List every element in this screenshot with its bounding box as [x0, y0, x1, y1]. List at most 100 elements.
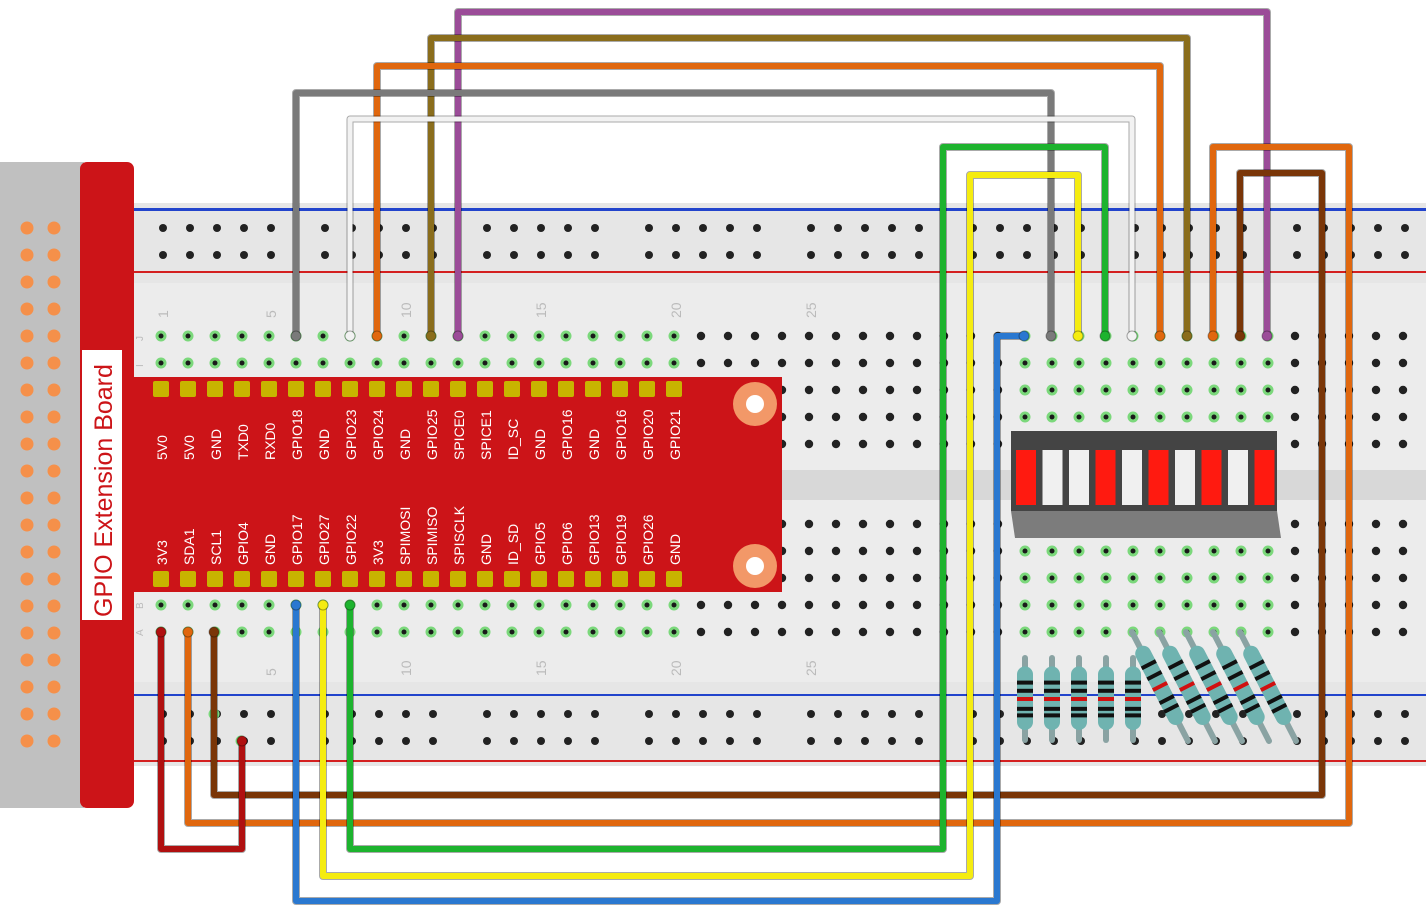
header-pin [47, 248, 61, 262]
terminal-hole [831, 412, 841, 422]
connected-hole-center [455, 629, 461, 635]
rail-hole [267, 224, 275, 232]
header-pin [47, 491, 61, 505]
connected-hole-center [1265, 629, 1271, 635]
top-pin-label: SPICE0 [451, 410, 467, 460]
rail-hole [240, 251, 248, 259]
rail-hole [834, 251, 842, 259]
bottom-pin-label: SPISCLK [451, 505, 467, 565]
rail-hole [537, 737, 545, 745]
terminal-hole [1290, 573, 1300, 583]
col-num-top-1: 1 [155, 310, 171, 318]
connected-hole-center [347, 360, 353, 366]
terminal-hole [1371, 600, 1381, 610]
connected-hole-center [266, 602, 272, 608]
connected-hole-center [1184, 387, 1190, 393]
bottom-pin-label: GND [262, 534, 278, 565]
cobbler-pin-bottom [207, 571, 223, 587]
wire-orange-right [182, 143, 1353, 827]
rail-hole [699, 224, 707, 232]
connected-hole-center [239, 629, 245, 635]
connected-hole-center [1184, 575, 1190, 581]
terminal-hole [858, 627, 868, 637]
terminal-hole [885, 412, 895, 422]
terminal-hole [1398, 385, 1408, 395]
connected-hole-center [1157, 414, 1163, 420]
header-pins [20, 221, 61, 748]
connected-hole-center [1076, 602, 1082, 608]
header-pin [47, 707, 61, 721]
terminal-hole [858, 385, 868, 395]
rail-hole [564, 251, 572, 259]
rail-hole [1293, 251, 1301, 259]
connected-hole-center [1211, 602, 1217, 608]
terminal-hole [804, 573, 814, 583]
connected-hole-center [1238, 414, 1244, 420]
connected-hole-center [590, 333, 596, 339]
mount-hole-bottom-center [746, 557, 764, 575]
top-pin-label: GPIO21 [667, 409, 683, 460]
connected-hole-center [266, 333, 272, 339]
top-pin-label: GND [532, 429, 548, 460]
connected-hole-center [239, 333, 245, 339]
connected-hole-center [563, 602, 569, 608]
header-pin [20, 302, 34, 316]
terminal-hole [885, 331, 895, 341]
connected-hole-center [185, 602, 191, 608]
connected-hole-center [509, 360, 515, 366]
header-pin [47, 356, 61, 370]
rail-hole [429, 710, 437, 718]
rail-hole [1401, 737, 1409, 745]
rail-hole [1212, 710, 1220, 718]
cobbler-pin-bottom [234, 571, 250, 587]
bottom-pin-label: GPIO26 [640, 514, 656, 565]
terminal-hole [912, 600, 922, 610]
bottom-pin-label: GPIO17 [289, 514, 305, 565]
bottom-pin-label: ID_SD [505, 524, 521, 565]
cobbler-pin-bottom [396, 571, 412, 587]
connected-hole-center [590, 629, 596, 635]
terminal-hole [885, 573, 895, 583]
header-pin [47, 410, 61, 424]
terminal-hole [804, 331, 814, 341]
header-pin [47, 518, 61, 532]
rail-hole [672, 224, 680, 232]
connected-hole-center [509, 333, 515, 339]
header-pin [20, 383, 34, 397]
terminal-hole [750, 627, 760, 637]
row-letter-j: J [135, 336, 146, 341]
connected-hole-center [1265, 360, 1271, 366]
connected-hole-center [617, 629, 623, 635]
cobbler-pin-bottom [558, 571, 574, 587]
top-pin-label: GPIO20 [640, 409, 656, 460]
connected-hole-center [482, 360, 488, 366]
rail-hole [1401, 710, 1409, 718]
cobbler-pin-top [450, 381, 466, 397]
connected-hole-center [671, 629, 677, 635]
rail-hole [1374, 710, 1382, 718]
connected-hole-center [1238, 575, 1244, 581]
connected-hole-center [644, 602, 650, 608]
terminal-hole [777, 600, 787, 610]
col-num-top-25: 25 [803, 302, 819, 318]
terminal-hole [804, 385, 814, 395]
connected-hole-center [1022, 548, 1028, 554]
terminal-hole [750, 358, 760, 368]
rail-hole [888, 224, 896, 232]
header-pin [20, 680, 34, 694]
connected-hole-center [428, 360, 434, 366]
cobbler-pin-top [207, 381, 223, 397]
rail-hole [861, 251, 869, 259]
terminal-hole [912, 439, 922, 449]
terminal-hole [1371, 519, 1381, 529]
led-bar-base [1011, 511, 1281, 538]
rail-hole [699, 251, 707, 259]
rail-hole [483, 224, 491, 232]
header-pin [47, 383, 61, 397]
terminal-hole [831, 519, 841, 529]
connected-hole-center [1103, 414, 1109, 420]
terminal-hole [696, 600, 706, 610]
rail-hole [1158, 710, 1166, 718]
led-segment [1148, 450, 1169, 505]
cobbler-pin-top [234, 381, 250, 397]
